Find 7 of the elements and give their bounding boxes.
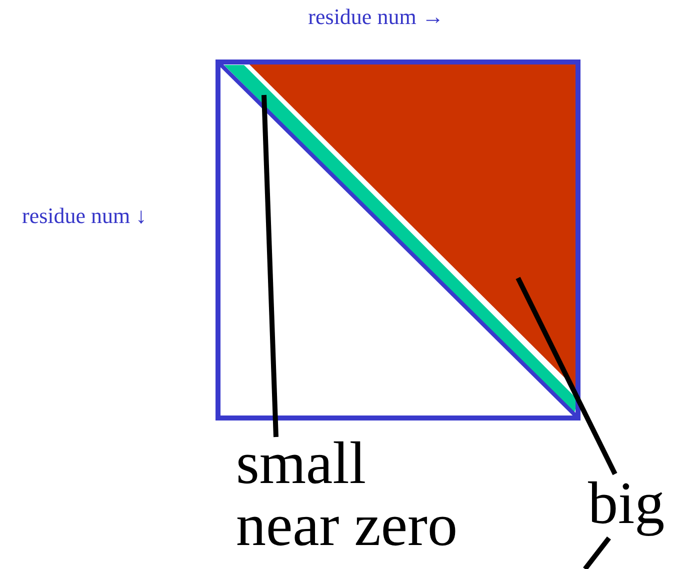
leader-line (583, 536, 611, 569)
leader-line (262, 94, 278, 438)
axis-label: residue num → (307, 3, 445, 31)
callout-text: small near zero (236, 432, 471, 556)
callout-text: big (588, 472, 678, 534)
leader-line (516, 276, 618, 476)
axis-label: residue num ↓ (22, 202, 148, 230)
